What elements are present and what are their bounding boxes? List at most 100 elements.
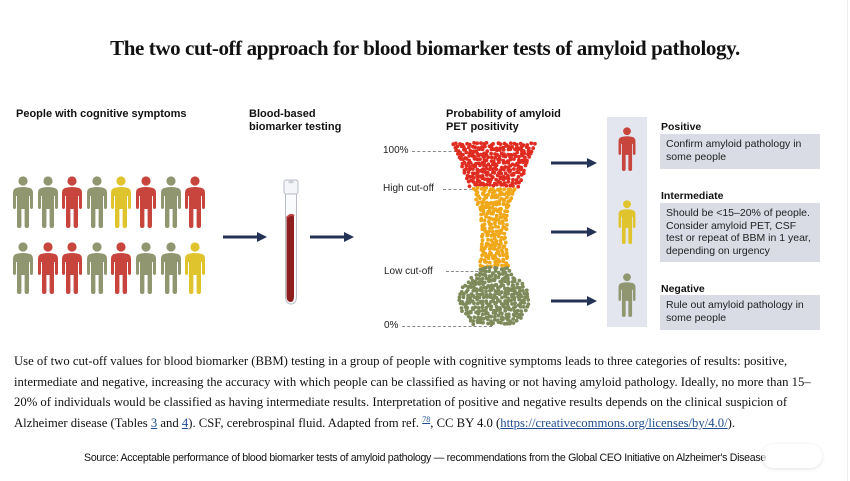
probability-dot (486, 237, 490, 242)
probability-dot (461, 295, 466, 300)
probability-dot (519, 316, 523, 320)
probability-dot (487, 260, 492, 265)
probability-dot (489, 233, 494, 238)
floating-pill (762, 444, 822, 468)
probability-dot (500, 317, 505, 322)
probability-dot (485, 149, 490, 154)
probability-dot (500, 279, 504, 283)
probability-dot (486, 256, 491, 261)
probability-dot (509, 298, 513, 303)
category-box-intermediate: Should be <15–20% of people. Consider am… (660, 203, 820, 262)
probability-dot (468, 315, 473, 320)
probability-dot (478, 163, 482, 168)
probability-heading-line1: Probability of amyloid (446, 108, 561, 120)
probability-dot (453, 141, 458, 146)
probability-dot (490, 205, 495, 210)
category-label-negative: Negative (661, 283, 705, 295)
person-icon-negative (86, 176, 107, 228)
probability-dot (506, 281, 511, 286)
probability-dot (496, 313, 501, 318)
probability-dot (491, 321, 495, 325)
probability-dot (480, 224, 485, 228)
probability-dot (516, 170, 521, 175)
person-icon-intermediate (111, 176, 132, 228)
probability-dot (504, 218, 509, 222)
probability-dot (502, 199, 506, 204)
license-link[interactable]: https://creativecommons.org/licenses/by/… (500, 415, 728, 430)
category-icon-panel (607, 117, 647, 327)
source-note: Source: Acceptable performance of blood … (84, 452, 766, 464)
probability-dot (471, 288, 476, 293)
probability-dot (506, 312, 511, 317)
caption-text-2: ). CSF, cerebrospinal fluid. Adapted fro… (188, 415, 423, 430)
probability-dot (481, 208, 486, 213)
table-3-link[interactable]: 3 (150, 415, 158, 430)
probability-dot (460, 309, 464, 313)
probability-dot (480, 253, 484, 258)
probability-dot (495, 263, 500, 267)
probability-dot (480, 305, 485, 310)
probability-dot (516, 184, 521, 189)
probability-dot (513, 163, 517, 168)
arrow-to-probability-icon (310, 232, 354, 242)
probability-dot (484, 214, 488, 219)
probability-dot (487, 247, 492, 251)
probability-dot (493, 243, 498, 248)
probability-dot (468, 310, 473, 315)
probability-dot (497, 259, 502, 264)
probability-dot (498, 299, 502, 304)
probability-dot (519, 309, 524, 313)
reference-link[interactable]: 78 (422, 414, 431, 424)
probability-dot (499, 171, 504, 176)
person-icon-negative (37, 176, 58, 228)
probability-dot (482, 218, 487, 223)
probability-dot (533, 141, 537, 146)
probability-dot (487, 182, 492, 187)
negative-line-2: some people (666, 311, 727, 324)
probability-dot (489, 195, 494, 200)
axis-label-high-cutoff: High cut-off (383, 183, 434, 194)
probability-dot (495, 195, 500, 200)
probability-dot (485, 311, 490, 316)
axis-label-0: 0% (384, 320, 399, 331)
probability-dot (487, 205, 491, 210)
probability-dot (467, 167, 472, 172)
probability-dot (502, 187, 507, 192)
probability-dot (502, 236, 506, 241)
probability-dot (508, 321, 512, 326)
probability-dot (512, 157, 516, 161)
probability-dot (490, 243, 494, 248)
probability-dot (513, 154, 518, 159)
probability-dot (478, 196, 482, 201)
probability-dot (489, 314, 494, 319)
probability-dot (514, 318, 519, 323)
probability-dot (511, 172, 516, 177)
probability-dot (502, 231, 507, 236)
negative-line-1: Rule out amyloid pathology in (666, 299, 804, 311)
probability-dot (517, 154, 521, 159)
probability-dot (517, 286, 522, 290)
probability-dot (495, 182, 499, 187)
probability-dot (499, 192, 504, 197)
figure-caption: Use of two cut-off values for blood biom… (14, 351, 819, 433)
probability-dot (464, 302, 469, 306)
probability-dot (483, 269, 488, 274)
probability-dot (525, 304, 530, 309)
probability-dot (513, 301, 517, 306)
probability-dot (517, 289, 522, 294)
probability-dot (512, 313, 517, 318)
table-4-link[interactable]: 4 (181, 415, 189, 430)
probability-dot (484, 141, 489, 145)
probability-dot (501, 202, 506, 207)
probability-dot (461, 302, 466, 306)
probability-dot (503, 263, 508, 268)
probability-dot (477, 179, 482, 184)
probability-dot (458, 151, 462, 156)
probability-dot (478, 182, 483, 187)
arrow-intermediate-icon (551, 227, 597, 237)
probability-dot (525, 294, 530, 299)
probability-dot (515, 308, 520, 313)
probability-dot (519, 172, 524, 177)
probability-dot (494, 229, 499, 234)
probability-dot (496, 225, 501, 229)
